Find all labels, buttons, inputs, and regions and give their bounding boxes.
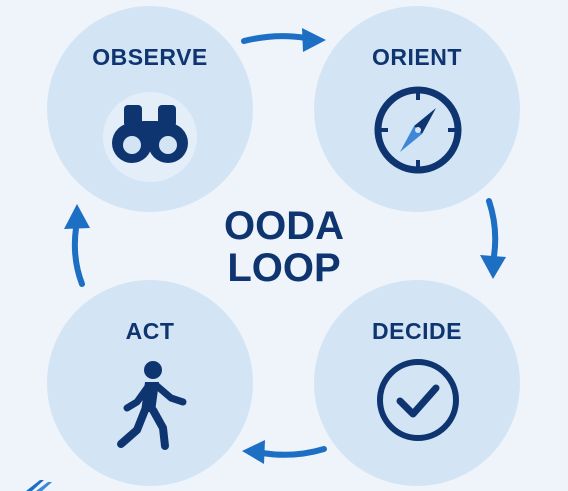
- orient-step: ORIENT: [314, 6, 520, 212]
- act-step: ACT: [47, 280, 253, 486]
- act-label: ACT: [125, 318, 175, 344]
- observe-label: OBSERVE: [92, 44, 208, 70]
- center-title: OODA LOOP: [184, 205, 384, 289]
- logo-mark: [26, 480, 52, 491]
- decide-step: DECIDE: [314, 280, 520, 486]
- decide-label: DECIDE: [372, 318, 462, 344]
- checkmark-circle-icon: [377, 359, 459, 441]
- arrow-orient-to-decide: [480, 198, 506, 279]
- observe-step: OBSERVE: [47, 6, 253, 212]
- center-title-line-2: LOOP: [227, 246, 341, 290]
- walking-person-icon: [117, 361, 187, 450]
- arrow-decide-to-act: [242, 440, 327, 464]
- binoculars-icon: [112, 105, 188, 163]
- compass-icon: [374, 86, 462, 174]
- arrow-act-to-observe: [64, 204, 90, 287]
- orient-label: ORIENT: [372, 44, 462, 70]
- center-title-line-1: OODA: [224, 204, 344, 248]
